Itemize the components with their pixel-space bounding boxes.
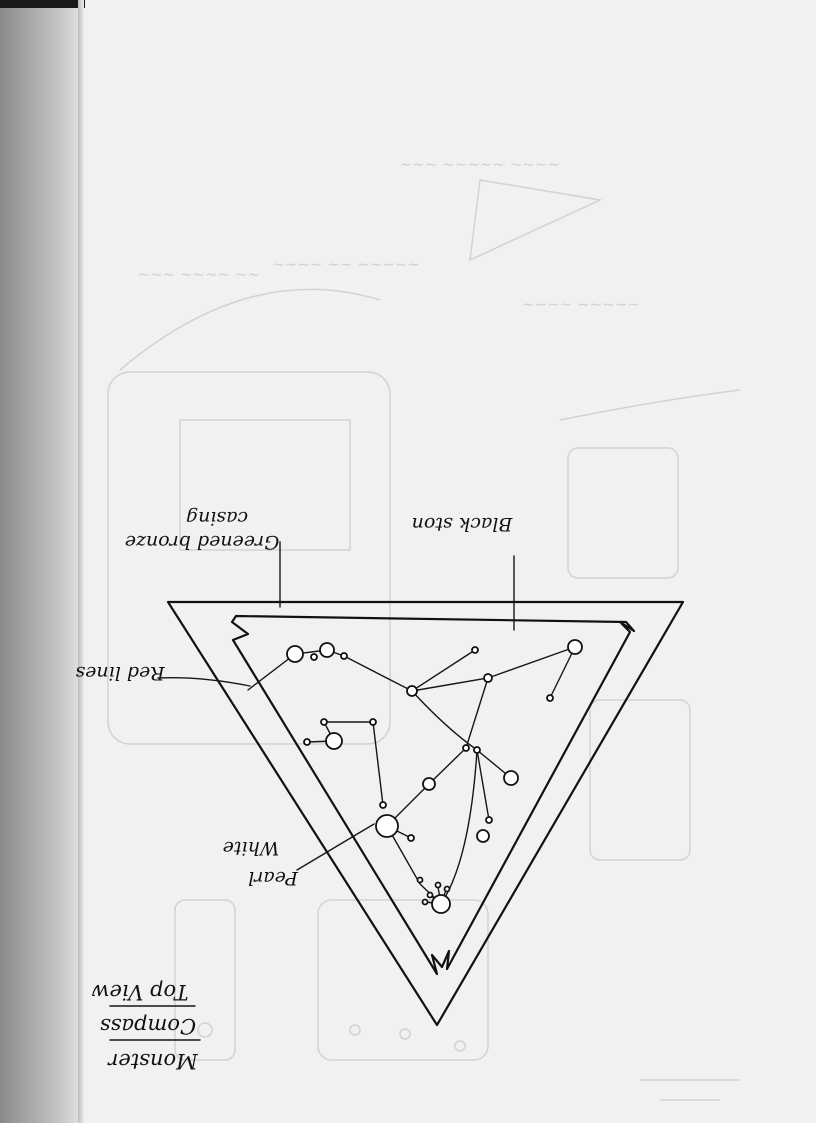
pearl-node bbox=[376, 815, 398, 837]
bleed-through-scribble: ~~~~~ ~~ ~~~~ bbox=[272, 256, 420, 274]
red-line-segment bbox=[373, 722, 383, 805]
bleed-through-outline bbox=[455, 1041, 465, 1051]
bleed-through-outline bbox=[640, 1080, 740, 1100]
pearl-node bbox=[408, 835, 414, 841]
pearl-node bbox=[380, 802, 386, 808]
pearl-node bbox=[423, 900, 428, 905]
pearl-node bbox=[486, 817, 492, 823]
pearl-node bbox=[436, 883, 441, 888]
pearl-leader-line bbox=[297, 824, 374, 870]
pearl-node bbox=[418, 878, 423, 883]
bleed-through-outline bbox=[560, 390, 740, 420]
pearl-label-line2: White bbox=[223, 837, 280, 859]
red-line-segment bbox=[387, 678, 488, 826]
bleed-through-outline bbox=[400, 1029, 410, 1039]
bleed-through-outline bbox=[120, 289, 380, 370]
bleed-through-sketch: ~~~~ ~~~~~ ~~~ ~~~~~ ~~ ~~~~ ~~~~~ ~~~~ … bbox=[108, 156, 740, 1100]
stone-label: Black ston bbox=[412, 513, 514, 535]
red-line-segment bbox=[477, 750, 489, 820]
pearl-nodes bbox=[287, 640, 582, 913]
bleed-through-outline bbox=[198, 1023, 212, 1037]
pearl-node bbox=[463, 745, 469, 751]
title-line2: Compass bbox=[100, 1014, 196, 1038]
pearl-node bbox=[370, 719, 376, 725]
pearl-node bbox=[432, 895, 450, 913]
pearl-node bbox=[568, 640, 582, 654]
pearl-node bbox=[474, 747, 480, 753]
pearl-node bbox=[304, 739, 310, 745]
bleed-through-outline bbox=[470, 180, 600, 260]
stone-inner-triangle bbox=[232, 616, 634, 974]
bleed-through-scribble: ~~~~ ~~~~~ ~~~ bbox=[400, 156, 560, 174]
pearl-node bbox=[321, 719, 327, 725]
bleed-through-scribble: ~~ ~~~~ ~~~ bbox=[137, 266, 260, 284]
pearl-node bbox=[407, 686, 417, 696]
pearl-node bbox=[472, 647, 478, 653]
red-line-segment bbox=[412, 647, 575, 691]
red-line-segment bbox=[248, 650, 475, 691]
pearl-node bbox=[287, 646, 303, 662]
casing-label-line2: casing bbox=[186, 507, 248, 529]
casing-outer-triangle bbox=[168, 602, 683, 1025]
pearl-node bbox=[504, 771, 518, 785]
pearl-label-line1: Pearl bbox=[248, 867, 299, 889]
pearl-node bbox=[428, 893, 433, 898]
pearl-node bbox=[484, 674, 492, 682]
pearl-node bbox=[547, 695, 553, 701]
casing-label-line1: Greened bronze bbox=[125, 531, 280, 553]
pearl-node bbox=[311, 654, 317, 660]
lines-label: Red lines bbox=[75, 662, 165, 684]
bleed-through-scribble: ~~~~~ ~~~~ bbox=[522, 296, 640, 314]
title-line3: Top View bbox=[91, 980, 188, 1004]
red-line-segment bbox=[412, 691, 477, 750]
bleed-through-outline bbox=[590, 700, 690, 860]
bleed-through-outline bbox=[568, 448, 678, 578]
bleed-through-outline bbox=[108, 372, 390, 744]
title-line1: Monster bbox=[106, 1049, 198, 1073]
pearl-node bbox=[326, 733, 342, 749]
pearl-node bbox=[423, 778, 435, 790]
lines-leader-line bbox=[158, 678, 250, 686]
bleed-through-outline bbox=[350, 1025, 360, 1035]
pearl-node bbox=[445, 887, 450, 892]
pearl-node bbox=[341, 653, 347, 659]
pearl-node bbox=[320, 643, 334, 657]
pearl-node bbox=[477, 830, 489, 842]
bleed-through-outline bbox=[180, 420, 350, 550]
red-line-segment bbox=[441, 750, 477, 904]
